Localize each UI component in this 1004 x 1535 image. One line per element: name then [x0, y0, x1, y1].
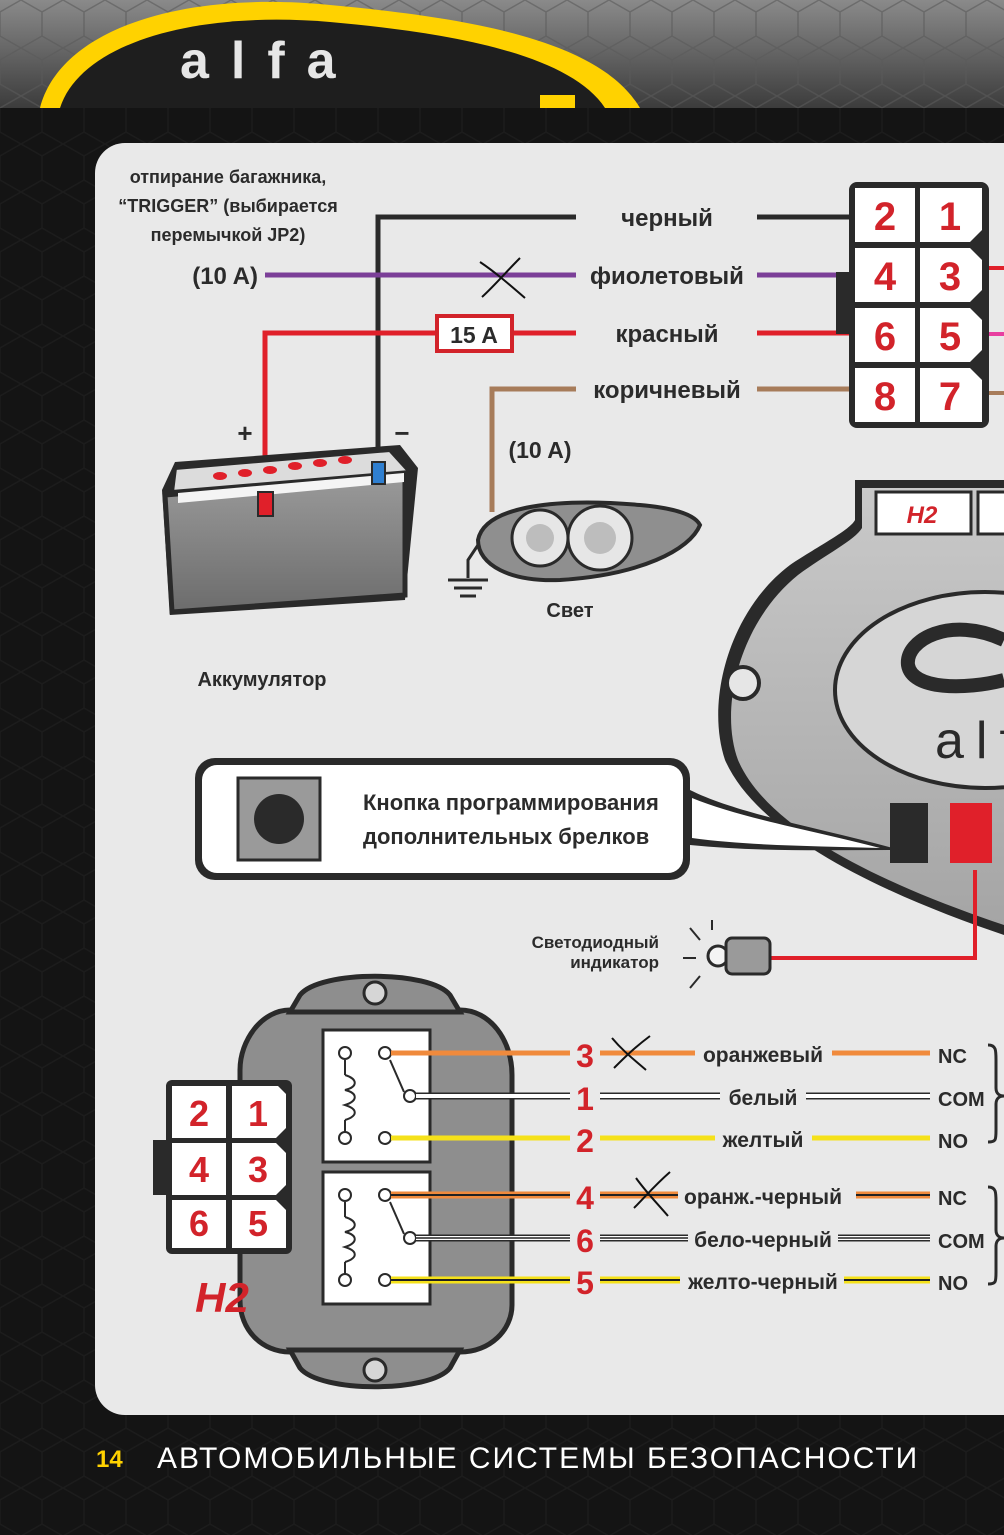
relay-conn-pin-1: 1 — [248, 1093, 268, 1134]
relay-wire-pin-5: 5 — [576, 1265, 594, 1301]
relay-wire-pin-1: 1 — [576, 1081, 594, 1117]
relay-wire-name-white: белый — [729, 1087, 798, 1110]
relay-contact-nc-2: NC — [938, 1188, 967, 1210]
relay-contact-no-2: NO — [938, 1273, 968, 1295]
headlight-icon — [448, 500, 703, 598]
relay-wire-pin-6: 6 — [576, 1223, 594, 1259]
relay-conn-pin-5: 5 — [248, 1203, 268, 1244]
relay-wire-name-orange-black: оранж.-черный — [684, 1186, 842, 1209]
main-pin-5: 5 — [939, 315, 961, 359]
relay-conn-pin-3: 3 — [248, 1149, 268, 1190]
wire-label-brown: коричневый — [593, 377, 741, 404]
battery-minus-label: − — [394, 418, 409, 448]
led-indicator-icon — [683, 920, 772, 989]
wire-label-black: черный — [621, 205, 713, 232]
wire-label-red: красный — [615, 321, 718, 348]
footer-title: АВТОМОБИЛЬНЫЕ СИСТЕМЫ БЕЗОПАСНОСТИ — [157, 1442, 920, 1475]
relay-contact-com-2: COM — [938, 1231, 985, 1253]
relay-wires — [391, 1035, 1004, 1286]
relay-conn-pin-4: 4 — [189, 1149, 209, 1190]
relay-wire-pin-4: 4 — [576, 1180, 594, 1216]
main-pin-4: 4 — [874, 255, 897, 299]
main-pin-3: 3 — [939, 255, 961, 299]
relay-wire-name-white-black: бело-черный — [694, 1229, 832, 1252]
main-connector: 2 1 4 3 6 5 8 7 — [836, 182, 989, 428]
fuse-label: 15 A — [450, 322, 498, 348]
light-label: Свет — [546, 600, 593, 622]
led-label-line-2: индикатор — [570, 953, 659, 972]
button-callout: Кнопка программирования дополнительных б… — [195, 758, 900, 880]
relay-wire-pin-2: 2 — [576, 1123, 594, 1159]
main-wires — [262, 214, 1004, 505]
violet-current-label: (10 A) — [192, 263, 258, 290]
page-number: 14 — [96, 1446, 123, 1473]
battery-plus-label: + — [237, 418, 252, 448]
relay-contact-nc-1: NC — [938, 1046, 967, 1068]
main-pin-1: 1 — [939, 195, 961, 239]
light-current-label: (10 A) — [508, 437, 571, 463]
unit-connector-label: H2 — [907, 502, 938, 529]
main-pin-8: 8 — [874, 375, 896, 419]
relay-wire-pin-3: 3 — [576, 1038, 594, 1074]
relay-connector: 2 1 4 3 6 5 — [153, 1080, 292, 1254]
relay-conn-pin-6: 6 — [189, 1203, 209, 1244]
unit-logo-text: alf — [935, 712, 1004, 770]
relay-contact-no-1: NO — [938, 1131, 968, 1153]
trunk-note-line-2: “TRIGGER” (выбирается — [118, 196, 338, 216]
main-pin-6: 6 — [874, 315, 896, 359]
main-pin-2: 2 — [874, 195, 896, 239]
relay-wire-name-yellow: желтый — [722, 1129, 804, 1152]
relay-wire-name-orange: оранжевый — [703, 1044, 823, 1067]
battery-icon: + − — [162, 418, 418, 615]
button-callout-line-1: Кнопка программирования — [363, 790, 659, 815]
relay-connector-label: H2 — [195, 1274, 249, 1321]
trunk-note-line-1: отпирание багажника, — [130, 167, 327, 187]
button-callout-line-2: дополнительных брелков — [363, 824, 649, 849]
relay-contact-com-1: COM — [938, 1089, 985, 1111]
relay-conn-pin-2: 2 — [189, 1093, 209, 1134]
fuse: 15 A — [435, 314, 514, 353]
main-pin-7: 7 — [939, 375, 961, 419]
wire-label-violet: фиолетовый — [590, 263, 744, 290]
program-button-icon — [236, 776, 322, 862]
logo-text: alfa — [180, 32, 358, 90]
battery-label: Аккумулятор — [197, 669, 326, 691]
trunk-note-line-3: перемычкой JP2) — [151, 225, 306, 245]
led-label-line-1: Светодиодный — [532, 933, 659, 952]
relay-wire-name-yellow-black: желто-черный — [687, 1271, 838, 1294]
alfa-logo: alfa — [40, 1, 640, 108]
alarm-unit: H2 alf — [718, 480, 1004, 935]
